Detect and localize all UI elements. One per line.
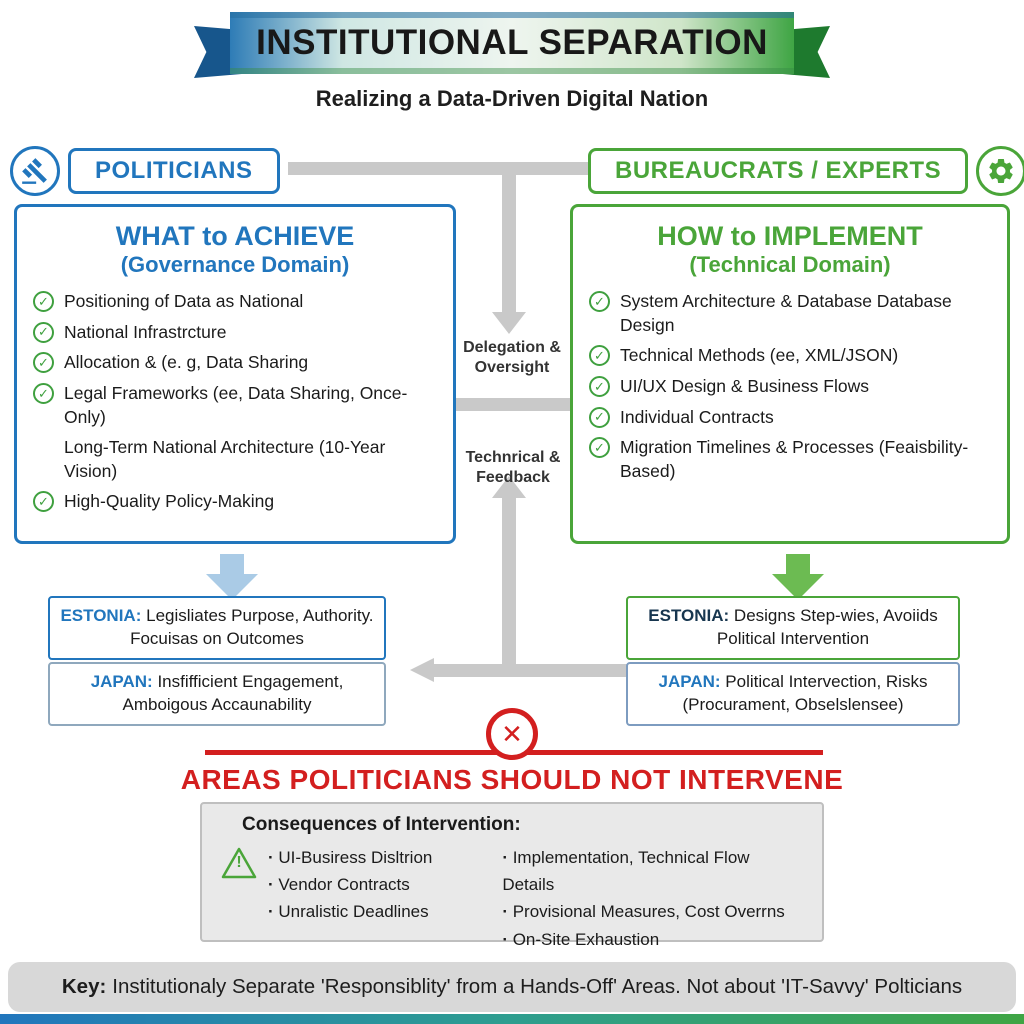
list-item: Unralistic Deadlines — [268, 898, 494, 925]
list-item: ✓Technical Methods (ee, XML/JSON) — [589, 344, 991, 368]
list-item: ✓Positioning of Data as National — [33, 290, 437, 314]
connector-top-horizontal — [288, 162, 588, 175]
country-text: Designs Step-wies, Avoiids Political Int… — [716, 606, 938, 648]
prohibition-title: AREAS POLITICIANS SHOULD NOT INTERVENE — [180, 764, 844, 795]
list-item: ✓Migration Timelines & Processes (Feaisb… — [589, 436, 991, 483]
governance-box: WHAT to ACHIEVE (Governance Domain) ✓Pos… — [14, 204, 456, 544]
bureaucrats-label: BUREAUCRATS / EXPERTS — [588, 148, 969, 194]
list-item: ✓Allocation & (e. g, Data Sharing — [33, 351, 437, 375]
list-item: Provisional Measures, Cost Overrns — [502, 898, 804, 925]
key-label: Key: — [61, 975, 107, 998]
list-item: ✓Legal Frameworks (ee, Data Sharing, Onc… — [33, 382, 437, 429]
check-icon: ✓ — [33, 291, 54, 312]
check-icon: ✓ — [33, 352, 54, 374]
blue-down-arrow-icon — [206, 554, 258, 600]
check-icon: ✓ — [33, 321, 54, 343]
list-item: UI-Busiress Disltrion — [268, 844, 494, 871]
page-subtitle: Realizing a Data-Driven Digital Nation — [315, 86, 709, 111]
title-banner: INSTITUTIONAL SEPARATION — [230, 12, 794, 74]
list-item: Vendor Contracts — [268, 871, 494, 898]
japan-technical-note: JAPAN: Political Intervection, Risks (Pr… — [626, 662, 960, 726]
technical-box-subtitle: (Technical Domain) — [689, 252, 891, 277]
arrowhead-down-icon — [492, 312, 526, 334]
country-label: ESTONIA: — [60, 606, 142, 625]
country-label: ESTONIA: — [648, 606, 730, 625]
list-item: ✓High-Quality Policy-Making — [33, 490, 437, 514]
check-icon: ✓ — [33, 491, 54, 513]
warning-icon: ! — [220, 846, 260, 882]
check-icon: ✓ — [589, 437, 610, 459]
arrowhead-left-bottom-icon — [410, 658, 434, 682]
country-text: Political Intervection, Risks (Procurame… — [682, 672, 928, 714]
gavel-icon — [10, 146, 60, 196]
no-entry-icon: ✕ — [486, 708, 538, 760]
list-item: ✓UI/UX Design & Business Flows — [589, 375, 991, 399]
politicians-label: POLITICIANS — [68, 148, 280, 194]
bureaucrats-header: BUREAUCRATS / EXPERTS — [588, 146, 1024, 196]
green-down-arrow-icon — [772, 554, 824, 600]
connector-bottom-vertical — [502, 498, 516, 670]
check-icon: ✓ — [589, 406, 610, 428]
governance-list: ✓Positioning of Data as National ✓Nation… — [33, 290, 437, 514]
country-label: JAPAN: — [658, 672, 721, 691]
check-icon: ✓ — [33, 382, 54, 404]
politicians-header: POLITICIANS — [10, 146, 280, 196]
delegation-oversight-label: Delegation & Oversight — [463, 339, 561, 376]
gear-icon — [976, 146, 1024, 196]
connector-top-vertical — [502, 162, 516, 314]
connector-bottom-horizontal — [432, 664, 628, 677]
estonia-technical-note: ESTONIA: Designs Step-wies, Avoiids Poli… — [626, 596, 960, 660]
governance-box-subtitle: (Governance Domain) — [120, 252, 350, 277]
bottom-accent-strip — [0, 1014, 1024, 1024]
check-icon: ✓ — [589, 375, 610, 397]
check-icon: ✓ — [589, 291, 610, 312]
list-item: On-Site Exhaustion — [502, 926, 804, 953]
consequences-title: Consequences of Intervention: — [242, 814, 521, 835]
technical-box: HOW to IMPLEMENT (Technical Domain) ✓Sys… — [570, 204, 1010, 544]
arrowhead-up-icon — [492, 476, 526, 498]
key-bar: Key: Institutionaly Separate 'Responsibl… — [8, 962, 1016, 1012]
country-label: JAPAN: — [90, 672, 153, 691]
consequences-column-2: Implementation, Technical Flow Details P… — [502, 844, 804, 953]
key-text: Institutionaly Separate 'Responsiblity' … — [112, 975, 963, 998]
list-item: ✓National Infrastrcture — [33, 321, 437, 345]
list-item: Implementation, Technical Flow Details — [502, 844, 804, 898]
page-title: INSTITUTIONAL SEPARATION — [256, 23, 768, 62]
estonia-governance-note: ESTONIA: Legisliates Purpose, Authority.… — [48, 596, 386, 660]
technical-list: ✓System Architecture & Database Database… — [589, 290, 991, 483]
country-text: Insfifficient Engagement, Amboigous Acca… — [122, 672, 344, 714]
connector-double-arrow — [452, 398, 574, 411]
technical-feedback-label: Technrical & Feedback — [465, 449, 561, 486]
technical-box-title: HOW to IMPLEMENT — [657, 221, 923, 251]
consequences-column-1: UI-Busiress Disltrion Vendor Contracts U… — [268, 844, 494, 953]
check-icon: ✓ — [589, 345, 610, 367]
japan-governance-note: JAPAN: Insfifficient Engagement, Amboigo… — [48, 662, 386, 726]
consequences-box: Consequences of Intervention: ! UI-Busir… — [200, 802, 824, 949]
list-item: ✓Individual Contracts — [589, 406, 991, 430]
list-item: ✓System Architecture & Database Database… — [589, 290, 991, 337]
list-item: ✓Long-Term National Architecture (10-Yea… — [64, 437, 386, 481]
governance-box-title: WHAT to ACHIEVE — [115, 221, 355, 251]
country-text: Legisliates Purpose, Authority. Focuisas… — [130, 606, 374, 648]
